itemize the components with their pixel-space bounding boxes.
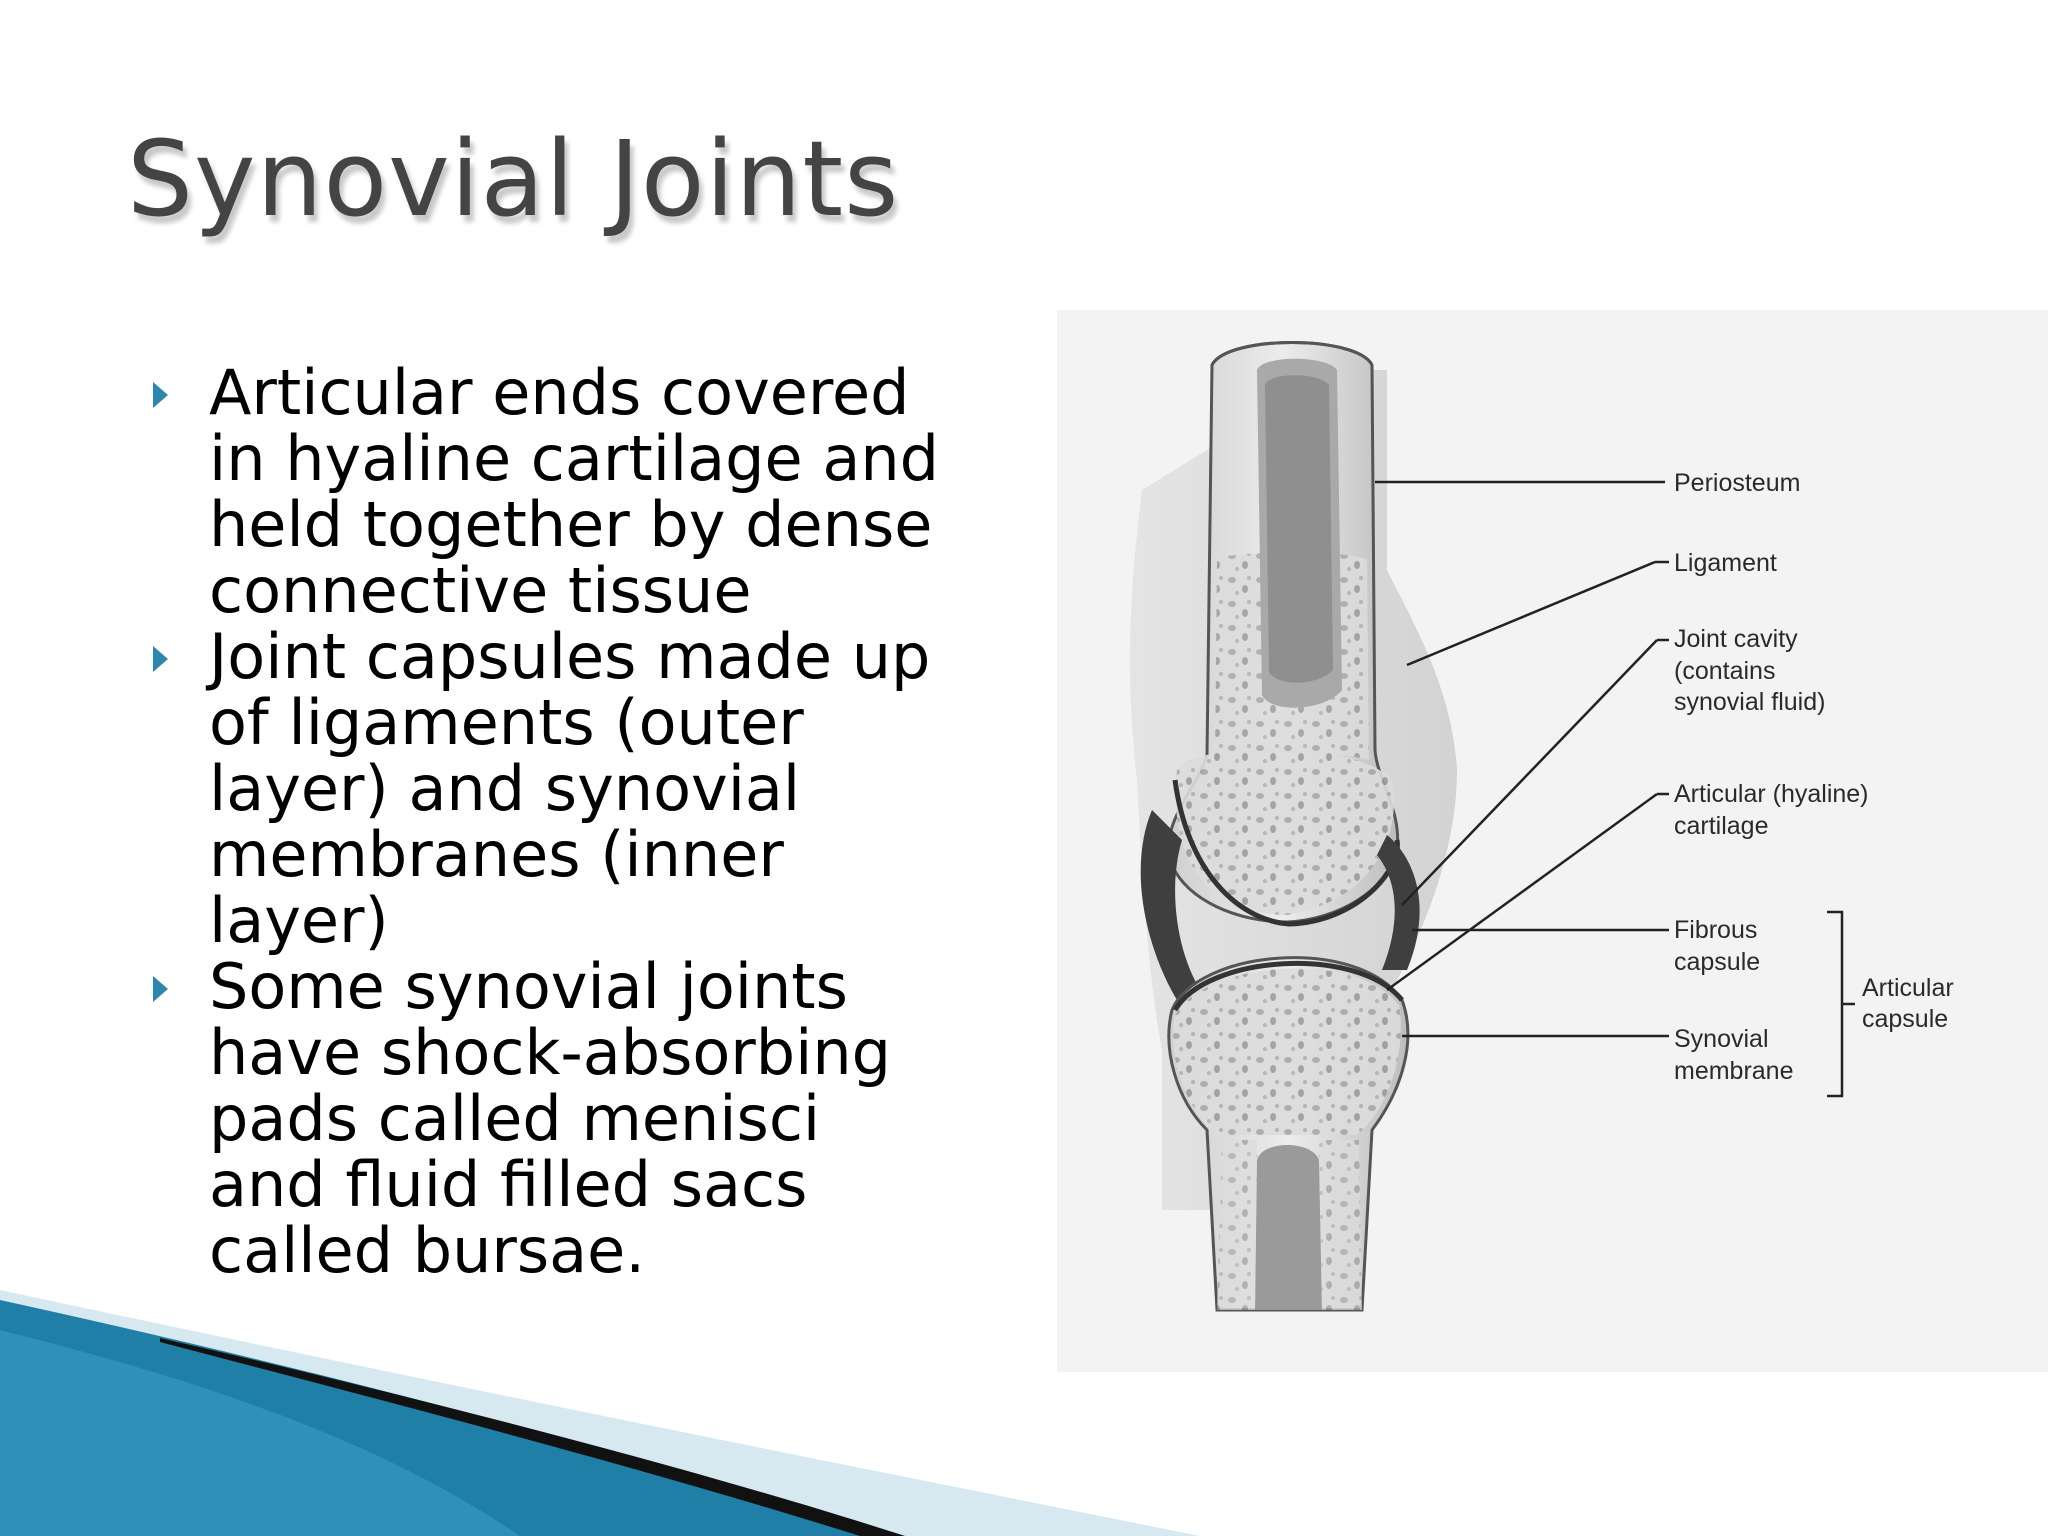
triangle-bullet-icon [153,976,168,1002]
leader-lines [1375,480,1855,1098]
slide-title: Synovial Joints [127,118,900,240]
label-fibrous-capsule: Fibrous [1674,916,1757,944]
label-articular-capsule: Articular [1862,974,1954,1002]
label-joint-cavity-2: (contains [1674,657,1775,685]
label-periosteum: Periosteum [1674,469,1800,497]
joint-cavity-shape [1140,810,1420,1000]
bullet-item: Joint capsules made up of ligaments (out… [145,624,1025,954]
bullet-list: Articular ends covered in hyaline cartil… [145,360,1025,1284]
label-articular-cartilage-2: cartilage [1674,812,1769,840]
bullet-text: Joint capsules made up of ligaments (out… [209,620,931,957]
joint-illustration: Periosteum Ligament Joint cavity (contai… [1130,341,1954,1312]
triangle-bullet-icon [153,646,168,672]
triangle-bullet-icon [153,382,168,408]
label-fibrous-capsule-2: capsule [1674,948,1760,976]
label-ligament: Ligament [1674,549,1777,577]
label-articular-cartilage: Articular (hyaline) [1674,780,1869,808]
label-articular-capsule-2: capsule [1862,1005,1948,1033]
swoosh-black-band [160,1338,905,1536]
bullet-text: Some synovial joints have shock-absorbin… [209,950,892,1287]
bullet-text: Articular ends covered in hyaline cartil… [209,356,939,627]
diagram-labels: Periosteum Ligament Joint cavity (contai… [1674,469,1954,1085]
label-joint-cavity: Joint cavity [1674,625,1798,653]
label-synovial-membrane: Synovial [1674,1025,1769,1053]
synovial-joint-diagram: Periosteum Ligament Joint cavity (contai… [1057,310,2048,1372]
label-joint-cavity-3: synovial fluid) [1674,688,1825,716]
lower-bone [1167,956,1410,1312]
label-synovial-membrane-2: membrane [1674,1057,1794,1085]
bullet-item: Some synovial joints have shock-absorbin… [145,954,1025,1284]
upper-bone [1167,341,1400,927]
bullet-item: Articular ends covered in hyaline cartil… [145,360,1025,624]
